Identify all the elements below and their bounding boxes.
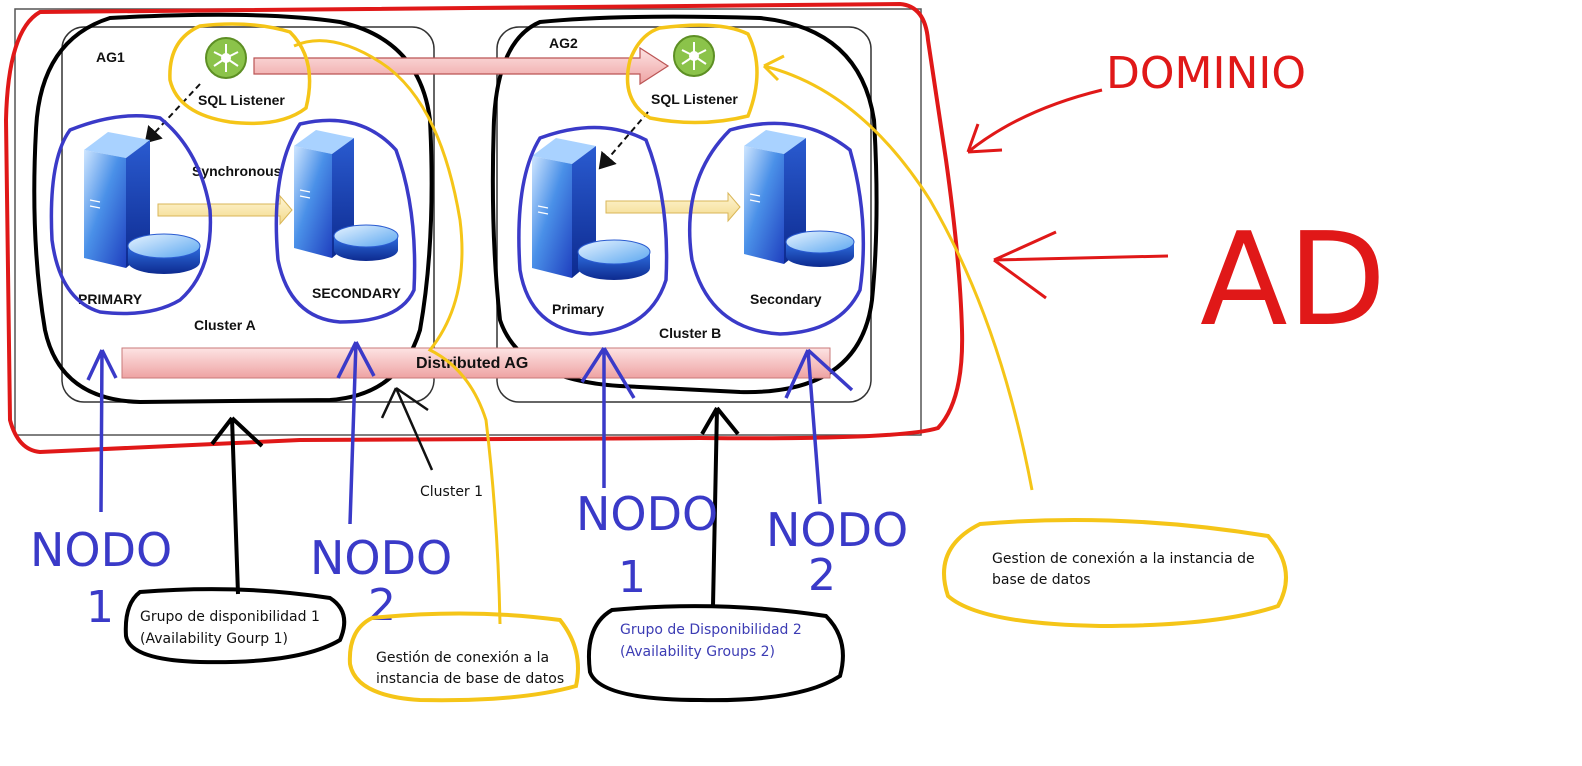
group2-arrow [700,406,740,607]
ag1-secondary-server-icon [294,130,399,261]
distributed-ag-label: Distributed AG [416,355,528,372]
ag1-sync-arrow [157,194,293,226]
conn-right-bubble [942,518,1288,629]
distributed-ag-bar [121,347,831,379]
group2-line1: Grupo de Disponibilidad 2 [620,622,802,638]
ag1-secondary-circle [274,118,417,324]
conn-left-line1: Gestión de conexión a la [376,650,549,666]
nodo-b2-num: 2 [808,550,836,601]
ag1-primary-label: PRIMARY [78,291,143,307]
conn-right-line1: Gestion de conexión a la instancia de [992,551,1255,567]
conn-left-curve [293,39,502,625]
ag1-sync-label: Synchronous [192,163,282,179]
ag2-secondary-server-icon [744,130,855,267]
cluster-b-label: Cluster B [659,325,721,341]
ag2-secondary-label: Secondary [750,291,822,307]
nodo-a1-num: 1 [86,582,114,633]
group2-bubble [587,604,845,703]
cluster1-label: Cluster 1 [420,484,483,500]
ag2-sync-arrow [605,191,741,223]
listener-replication-arrow [253,46,670,86]
group1-line1: Grupo de disponibilidad 1 [140,609,320,625]
cluster-a-label: Cluster A [194,317,256,333]
nodo-a2-word: NODO [310,531,452,585]
nodo-a2-arrow [336,341,376,525]
dominio-label: DOMINIO [1106,48,1306,99]
ag2-listener-label: SQL Listener [651,91,738,107]
ag2-outline [490,14,879,395]
ag2-primary-server-icon [532,138,651,280]
ad-arrow [993,230,1169,300]
ag2-listener-circle [625,23,759,125]
group1-bubble [123,587,347,665]
domain-outline [3,1,965,455]
nodo-a2-num: 2 [368,580,396,631]
group1-arrow [210,416,264,595]
conn-right-line2: base de datos [992,572,1091,588]
cluster1-pointer-line [380,386,434,471]
ag2-listener-link [598,111,649,170]
ag1-primary-server-icon [84,132,201,274]
nodo-a1-word: NODO [30,523,172,577]
ag1-primary-circle [49,113,213,316]
nodo-b1-arrow [580,347,636,488]
ag2-secondary-circle [688,121,866,336]
ag1-secondary-label: SECONDARY [312,285,402,301]
nodo-b1-word: NODO [576,487,718,541]
ag1-listener-circle [168,22,312,126]
ag2-title: AG2 [549,35,578,51]
ad-label: AD [1200,206,1386,355]
ag1-title: AG1 [96,49,125,65]
conn-left-line2: instancia de base de datos [376,671,564,687]
nodo-b2-word: NODO [766,503,908,557]
group1-line2: (Availability Gourp 1) [140,631,288,647]
ag2-listener-icon [673,35,715,77]
ag1-listener-link [144,83,201,144]
ag1-listener-icon [205,37,247,79]
ag2-primary-circle [517,125,669,336]
ag1-listener-label: SQL Listener [198,92,285,108]
conn-right-curve [762,54,1034,491]
conn-left-bubble [347,611,580,703]
nodo-a1-arrow [86,349,118,513]
ag2-primary-label: Primary [552,301,604,317]
nodo-b2-arrow [784,348,854,505]
dominio-arrow [966,88,1103,154]
nodo-b1-num: 1 [618,552,646,603]
group2-line2: (Availability Groups 2) [620,644,775,660]
